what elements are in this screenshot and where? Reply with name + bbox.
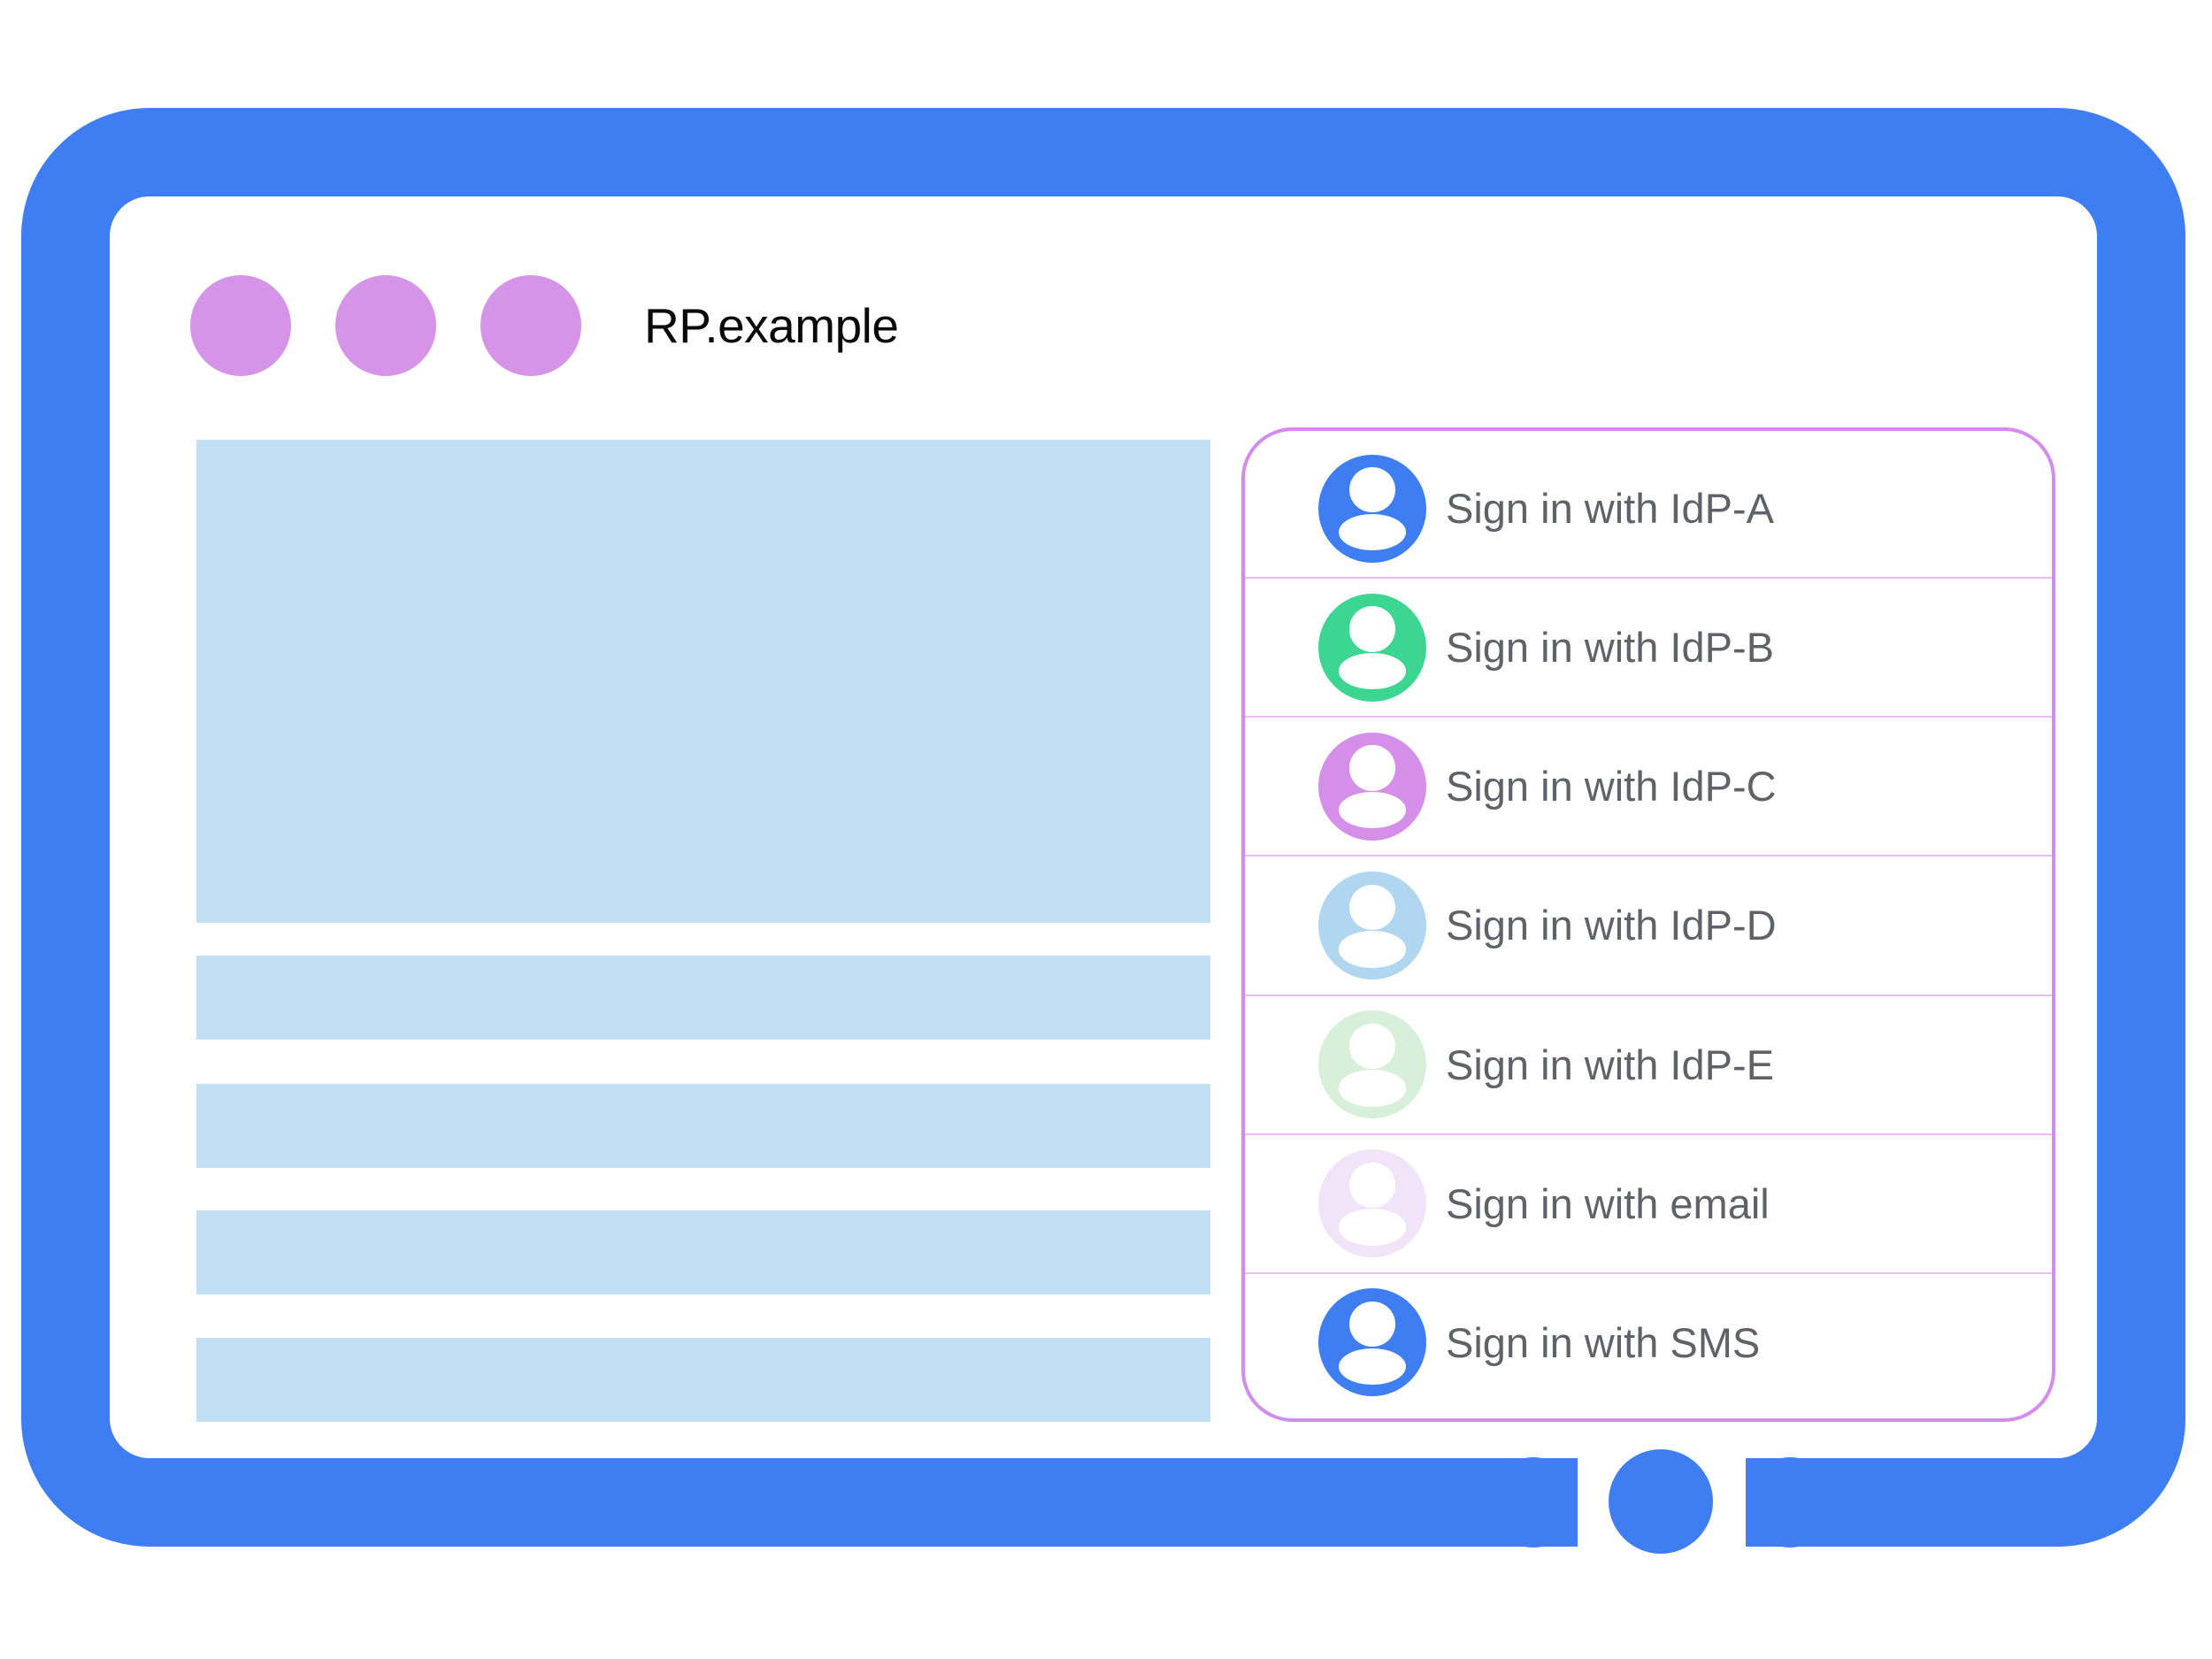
- signin-option-idp-e[interactable]: Sign in with IdP-E: [1245, 994, 2052, 1133]
- content-placeholder-bar: [196, 1210, 1210, 1294]
- user-avatar-icon: [1318, 1149, 1426, 1258]
- avatar-shoulders-shape: [1338, 513, 1407, 551]
- avatar-shoulders-shape: [1338, 652, 1407, 690]
- content-placeholder-bar: [196, 1338, 1210, 1422]
- avatar-head-shape: [1349, 1302, 1395, 1348]
- signin-option-label: Sign in with email: [1446, 1179, 1770, 1227]
- avatar-head-shape: [1349, 467, 1395, 513]
- avatar-head-shape: [1349, 1023, 1395, 1069]
- signin-option-idp-d[interactable]: Sign in with IdP-D: [1245, 855, 2052, 994]
- window-dot-icon: [480, 275, 581, 376]
- user-avatar-icon: [1318, 871, 1426, 979]
- content-placeholder-block: [196, 440, 1210, 923]
- avatar-shoulders-shape: [1338, 1348, 1407, 1385]
- avatar-head-shape: [1349, 745, 1395, 791]
- window-dot-icon: [190, 275, 291, 376]
- signin-option-idp-a[interactable]: Sign in with IdP-A: [1245, 440, 2052, 577]
- user-avatar-icon: [1318, 454, 1426, 563]
- signin-option-label: Sign in with SMS: [1446, 1318, 1761, 1366]
- signin-option-label: Sign in with IdP-A: [1446, 485, 1774, 533]
- user-avatar-icon: [1318, 593, 1426, 702]
- signin-option-sms[interactable]: Sign in with SMS: [1245, 1271, 2052, 1411]
- user-avatar-icon: [1318, 1010, 1426, 1119]
- user-avatar-icon: [1318, 732, 1426, 841]
- avatar-shoulders-shape: [1338, 791, 1407, 829]
- user-avatar-icon: [1318, 1288, 1426, 1397]
- signin-option-label: Sign in with IdP-D: [1446, 902, 1777, 949]
- signin-option-idp-c[interactable]: Sign in with IdP-C: [1245, 716, 2052, 855]
- avatar-shoulders-shape: [1338, 1070, 1407, 1107]
- signin-option-label: Sign in with IdP-E: [1446, 1041, 1774, 1088]
- content-placeholder-bar: [196, 956, 1210, 1040]
- avatar-head-shape: [1349, 1162, 1395, 1209]
- site-title: RP.example: [644, 298, 899, 353]
- frame-bottom-bar-right-end: [1746, 1457, 1834, 1548]
- notch-dot-icon: [1609, 1449, 1713, 1554]
- avatar-shoulders-shape: [1338, 931, 1407, 968]
- browser-titlebar: RP.example: [190, 270, 899, 381]
- window-dot-icon: [335, 275, 436, 376]
- signin-option-email[interactable]: Sign in with email: [1245, 1133, 2052, 1272]
- avatar-head-shape: [1349, 606, 1395, 652]
- avatar-shoulders-shape: [1338, 1209, 1407, 1246]
- content-placeholder-bar: [196, 1084, 1210, 1168]
- frame-bottom-bar-left-end: [1489, 1457, 1578, 1548]
- signin-panel: Sign in with IdP-A Sign in with IdP-B Si…: [1241, 427, 2055, 1422]
- signin-option-idp-b[interactable]: Sign in with IdP-B: [1245, 577, 2052, 716]
- avatar-head-shape: [1349, 884, 1395, 930]
- signin-option-label: Sign in with IdP-B: [1446, 624, 1774, 672]
- signin-option-label: Sign in with IdP-C: [1446, 763, 1777, 810]
